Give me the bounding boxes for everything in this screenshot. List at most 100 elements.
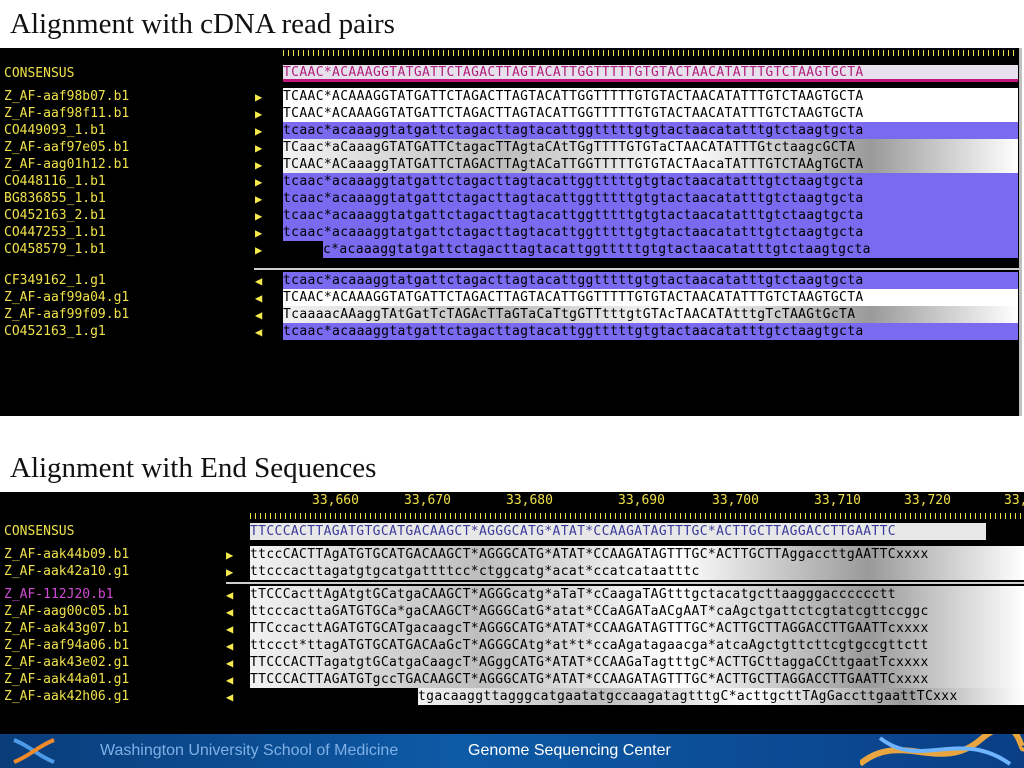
forward-strand-arrow-icon: ▶ xyxy=(255,124,263,138)
read-row[interactable]: Z_AF-aak42h06.g1 ◀ tgacaaggttagggcatgaatat… xyxy=(0,688,1024,705)
read-sequence: c*acaaaggtatgattctagacttagtacattggtttttg… xyxy=(323,241,1018,258)
read-name[interactable]: Z_AF-aaf97e05.b1 xyxy=(4,140,130,155)
read-row[interactable]: Z_AF-aak43e02.g1 ◀ TTCCCACTTagatgtGCatgaCa… xyxy=(0,654,1024,671)
read-name[interactable]: Z_AF-aak43g07.b1 xyxy=(4,621,130,636)
forward-strand-arrow-icon: ▶ xyxy=(255,226,263,240)
read-row[interactable]: Z_AF-aaf98b07.b1▶TCAAC*ACAAAGGTATGATTCTA… xyxy=(0,88,1019,105)
read-row[interactable]: Z_AF-aak42a10.g1 ▶ ttcccacttagatgtgcatgatt… xyxy=(0,563,1024,580)
university-name: Washington University School of Medicine xyxy=(100,742,399,759)
read-name[interactable]: Z_AF-aag01h12.b1 xyxy=(4,157,130,172)
read-row[interactable]: Z_AF-aaf97e05.b1▶TCaac*aCaaagGTATGATTCta… xyxy=(0,139,1019,156)
ruler-tick-label: 33,690 xyxy=(618,493,665,508)
dna-logo-icon xyxy=(13,738,55,764)
read-name[interactable]: Z_AF-aak42h06.g1 xyxy=(4,689,130,704)
read-row[interactable]: Z_AF-aak43g07.b1◀TTCccacttAGATGTGCATgaca… xyxy=(0,620,1024,637)
read-row[interactable]: BG836855_1.b1 ▶ tcaac*acaaaggtatgattctagac… xyxy=(0,190,1019,207)
read-name[interactable]: Z_AF-aak42a10.g1 xyxy=(4,564,130,579)
read-sequence: ttcccacttaGATGTGCa*gaCAAGCT*AGGGCatG*ata… xyxy=(250,603,1024,620)
forward-strand-arrow-icon: ▶ xyxy=(226,548,234,562)
ruler-ticks xyxy=(283,50,1018,56)
consensus-sequence: TCAAC*ACAAAGGTATGATTCTAGACTTAGTACATTGGTT… xyxy=(283,65,1018,82)
reverse-strand-arrow-icon: ◀ xyxy=(255,291,263,305)
read-name[interactable]: Z_AF-aaf98b07.b1 xyxy=(4,89,130,104)
read-row[interactable]: CO448116_1.b1▶tcaac*acaaaggtatgattctagac… xyxy=(0,173,1019,190)
ruler-ticks xyxy=(250,513,1024,519)
consensus-sequence: TTCCCACTTAGATGTGCATGACAAGCT*AGGGCATG*ATA… xyxy=(250,523,986,540)
helix-graphic-icon xyxy=(860,734,1024,767)
read-name[interactable]: BG836855_1.b1 xyxy=(4,191,106,206)
read-name[interactable]: CO448116_1.b1 xyxy=(4,174,106,189)
read-row[interactable]: CO458579_1.b1 ▶ c*acaaaggtatgattctagacttag… xyxy=(0,241,1019,258)
read-name[interactable]: CO452163_1.g1 xyxy=(4,324,106,339)
consensus-row: CONSENSUS TTCCCACTTAGATGTGCATGACAAGCT*AG… xyxy=(0,523,1024,540)
read-sequence: TCAAC*ACAAAGGTATGATTCTAGACTTAGTACATTGGTT… xyxy=(283,105,1018,122)
read-sequence: TTCCCACTTagatgtGCatgaCaagcT*AGggCATG*ATA… xyxy=(250,654,1024,671)
read-name[interactable]: Z_AF-112J20.b1 xyxy=(4,587,114,602)
read-row[interactable]: CO447253_1.b1▶tcaac*acaaaggtatgattctagac… xyxy=(0,224,1019,241)
ruler-tick-label: 33,720 xyxy=(904,493,951,508)
read-row[interactable]: CF349162_1.g1◀tcaac*acaaaggtatgattctagac… xyxy=(0,272,1019,289)
reverse-strand-arrow-icon: ◀ xyxy=(226,690,234,704)
read-row[interactable]: Z_AF-aaf98f11.b1 ▶ TCAAC*ACAAAGGTATGATTCTA… xyxy=(0,105,1019,122)
read-row[interactable]: Z_AF-aaf99f09.b1 ◀ TcaaaacAAaggTAtGatTcTAG… xyxy=(0,306,1019,323)
consensus-label: CONSENSUS xyxy=(4,66,75,81)
read-name[interactable]: CO458579_1.b1 xyxy=(4,242,106,257)
reverse-strand-arrow-icon: ◀ xyxy=(255,274,263,288)
reverse-strand-arrow-icon: ◀ xyxy=(226,605,234,619)
forward-strand-arrow-icon: ▶ xyxy=(255,243,263,257)
consensus-row: CONSENSUS TCAAC*ACAAAGGTATGATTCTAGACTTAG… xyxy=(0,65,1019,82)
reverse-strand-arrow-icon: ◀ xyxy=(255,308,263,322)
read-row[interactable]: CO452163_1.g1◀tcaac*acaaaggtatgattctagac… xyxy=(0,323,1019,340)
read-row[interactable]: Z_AF-aag01h12.b1▶TCAAC*ACaaaggTATGATTCTA… xyxy=(0,156,1019,173)
read-name[interactable]: CO447253_1.b1 xyxy=(4,225,106,240)
read-sequence: tTCCCacttAgAtgtGCatgaCAAGCT*AGGGcatg*aTa… xyxy=(250,586,1024,603)
forward-strand-arrow-icon: ▶ xyxy=(255,158,263,172)
read-sequence: tcaac*acaaaggtatgattctagacttagtacattggtt… xyxy=(283,122,1018,139)
center-name: Genome Sequencing Center xyxy=(468,742,671,759)
read-name[interactable]: Z_AF-aaf99f09.b1 xyxy=(4,307,130,322)
read-name[interactable]: Z_AF-aaf94a06.b1 xyxy=(4,638,130,653)
read-row[interactable]: CO452163_2.b1▶tcaac*acaaaggtatgattctagac… xyxy=(0,207,1019,224)
forward-strand-arrow-icon: ▶ xyxy=(226,565,234,579)
forward-strand-arrow-icon: ▶ xyxy=(255,107,263,121)
ruler-tick-label: 33,670 xyxy=(404,493,451,508)
ruler-tick-label: 33,660 xyxy=(312,493,359,508)
read-name[interactable]: CF349162_1.g1 xyxy=(4,273,106,288)
read-row[interactable]: Z_AF-aak44b09.b1▶ttccCACTTAgATGTGCATGACA… xyxy=(0,546,1024,563)
reverse-strand-arrow-icon: ◀ xyxy=(226,673,234,687)
ruler-tick-label: 33,700 xyxy=(712,493,759,508)
reverse-strand-arrow-icon: ◀ xyxy=(226,656,234,670)
footer-banner: Washington University School of Medicine… xyxy=(0,734,1024,768)
cdna-alignment-panel: CONSENSUS TCAAC*ACAAAGGTATGATTCTAGACTTAG… xyxy=(0,48,1022,416)
read-row[interactable]: Z_AF-aak44a01.g1 ◀ TTCCCACTTAGATGTgccTGACA… xyxy=(0,671,1024,688)
read-name[interactable]: Z_AF-aaf98f11.b1 xyxy=(4,106,130,121)
read-name[interactable]: Z_AF-aaf99a04.g1 xyxy=(4,290,130,305)
slide-title-cdna: Alignment with cDNA read pairs xyxy=(10,8,395,40)
read-sequence: TcaaaacAAaggTAtGatTcTAGAcTTaGTaCaTtgGTTt… xyxy=(283,306,1018,323)
read-row[interactable]: Z_AF-aag00c05.b1 ◀ ttcccacttaGATGTGCa*gaCA… xyxy=(0,603,1024,620)
read-row[interactable]: Z_AF-aaf99a04.g1◀TCAAC*ACAAAGGTATGATTCTA… xyxy=(0,289,1019,306)
read-row[interactable]: CO449093_1.b1 ▶ tcaac*acaaaggtatgattctagac… xyxy=(0,122,1019,139)
read-sequence: tgacaaggttagggcatgaatatgccaagatagtttgC*a… xyxy=(418,688,1024,705)
read-name[interactable]: Z_AF-aag00c05.b1 xyxy=(4,604,130,619)
forward-strand-arrow-icon: ▶ xyxy=(255,90,263,104)
read-name[interactable]: CO449093_1.b1 xyxy=(4,123,106,138)
reverse-strand-arrow-icon: ◀ xyxy=(226,639,234,653)
read-sequence: tcaac*acaaaggtatgattctagacttagtacattggtt… xyxy=(283,323,1018,340)
ruler-tick-label: 33,710 xyxy=(814,493,861,508)
read-sequence: tcaac*acaaaggtatgattctagacttagtacattggtt… xyxy=(283,190,1018,207)
read-name[interactable]: Z_AF-aak43e02.g1 xyxy=(4,655,130,670)
forward-strand-arrow-icon: ▶ xyxy=(255,209,263,223)
read-row[interactable]: Z_AF-112J20.b1◀tTCCCacttAgAtgtGCatgaCAAG… xyxy=(0,586,1024,603)
read-name[interactable]: CO452163_2.b1 xyxy=(4,208,106,223)
end-seq-alignment-panel: 33,660 33,670 33,680 33,690 33,700 33,710 33,7… xyxy=(0,492,1024,734)
read-row[interactable]: Z_AF-aaf94a06.b1 ◀ ttccct*ttagATGTGCATGACA… xyxy=(0,637,1024,654)
ruler-tick-label: 33, xyxy=(1004,493,1024,508)
read-sequence: TTCCCACTTAGATGTgccTGACAAGCT*AGGGCATG*ATA… xyxy=(250,671,1024,688)
read-sequence: ttccct*ttagATGTGCATGACAaGcT*AGGGCAtg*at*… xyxy=(250,637,1024,654)
read-name[interactable]: Z_AF-aak44a01.g1 xyxy=(4,672,130,687)
ruler-tick-label: 33,680 xyxy=(506,493,553,508)
read-name[interactable]: Z_AF-aak44b09.b1 xyxy=(4,547,130,562)
forward-strand-arrow-icon: ▶ xyxy=(255,192,263,206)
read-sequence: ttcccacttagatgtgcatgattttcc*ctggcatg*aca… xyxy=(250,563,1024,580)
